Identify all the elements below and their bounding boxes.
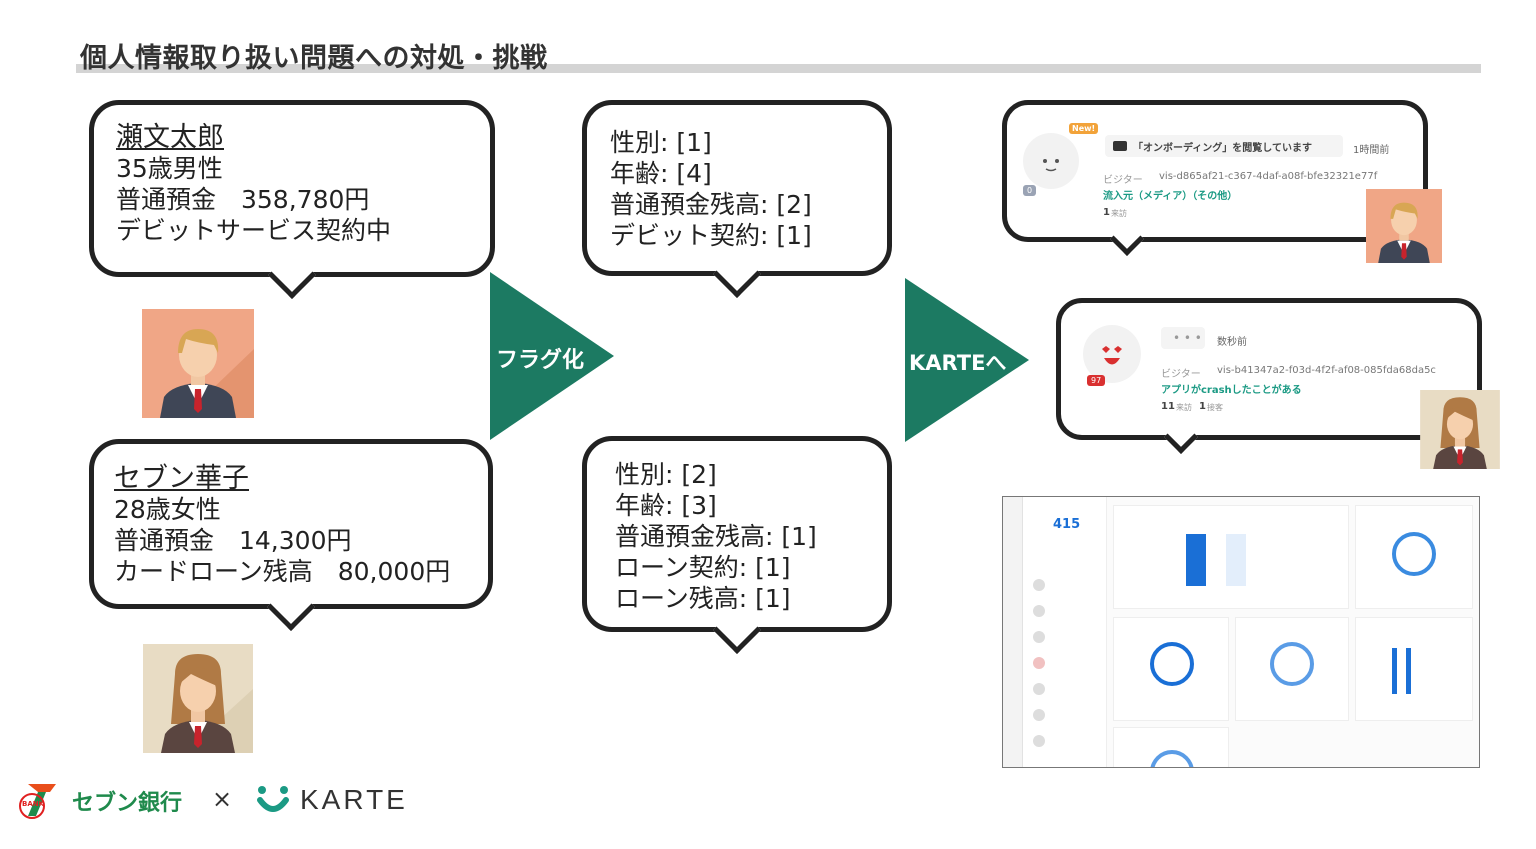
- karte-arrow: KARTEへ: [905, 278, 1029, 442]
- karte-arrow-label: KARTEへ: [909, 351, 1007, 375]
- karte-visitor-card-2: 97 • • • 数秒前 ビジター vis-b41347a2-f03d-4f2f…: [1056, 298, 1482, 454]
- dashboard-sidebar: [1003, 497, 1023, 767]
- flag-line: デビット契約: [1]: [610, 221, 812, 250]
- visitor-face-icon: [1023, 133, 1079, 189]
- customer-name: 瀬文太郎: [116, 122, 224, 153]
- donut-panel-2: [1113, 617, 1229, 721]
- flag-arrow-label: フラグ化: [496, 348, 585, 373]
- flag-line: 年齢: [3]: [615, 491, 717, 520]
- purchase-unit: 接客: [1207, 403, 1223, 412]
- bubble-tail: [712, 249, 762, 299]
- flag-bubble-2: 性別: [2] 年齢: [3] 普通預金残高: [1] ローン契約: [1] ロ…: [582, 436, 892, 655]
- dashboard-visitor-list: [1033, 579, 1045, 747]
- female-avatar: [143, 644, 253, 753]
- event-time: 数秒前: [1217, 337, 1247, 348]
- score-badge: 0: [1023, 185, 1037, 196]
- customer-name: セブン華子: [114, 463, 249, 494]
- footer-logos: BANK セブン銀行 × KARTE: [16, 778, 436, 822]
- card-tail: [1110, 222, 1145, 256]
- chat-icon: [1113, 141, 1127, 151]
- customer-line: デビットサービス契約中: [116, 216, 392, 245]
- seven-bank-wordmark: セブン銀行: [72, 791, 183, 816]
- visit-unit: 来訪: [1111, 209, 1127, 218]
- collab-times: ×: [212, 785, 233, 813]
- customer-bubble-1: 瀬文太郎 35歳男性 普通預金 358,780円 デビットサービス契約中: [89, 100, 495, 300]
- flag-line: ローン残高: [1]: [615, 584, 791, 613]
- visitor-id: vis-d865af21-c367-4daf-a08f-bfe32321e77f: [1159, 171, 1378, 182]
- male-avatar-small: [1366, 189, 1442, 263]
- visit-count: 1: [1103, 207, 1110, 218]
- dashboard-big-number: 415: [1053, 517, 1081, 532]
- typing-dots: • • •: [1173, 331, 1202, 345]
- new-badge: New!: [1069, 123, 1099, 134]
- source-text: 流入元（メディア）（その他）: [1103, 191, 1238, 202]
- title-underline: [76, 64, 1481, 73]
- visitor-excited-face-icon: [1083, 325, 1141, 383]
- card-tail: [1164, 420, 1199, 454]
- flag-arrow: フラグ化: [490, 272, 614, 440]
- visit-unit: 来訪: [1176, 403, 1192, 412]
- customer-bubble-2: セブン華子 28歳女性 普通預金 14,300円 カードローン残高 80,000…: [89, 439, 493, 632]
- karte-visitor-card-1: New! 0 「オンボーディング」を閲覧しています 1時間前 ビジター vis-…: [1002, 100, 1428, 256]
- bank-mark-text: BANK: [22, 800, 45, 808]
- bubble-tail: [266, 582, 316, 632]
- karte-wordmark: KARTE: [300, 784, 408, 815]
- bar-panel-2: [1355, 617, 1473, 721]
- bubble-tail: [267, 250, 317, 300]
- female-avatar-small: [1419, 390, 1501, 469]
- male-avatar: [142, 309, 254, 418]
- flag-line: 普通預金残高: [1]: [615, 522, 817, 551]
- visit-count: 11: [1161, 401, 1175, 412]
- event-text: 「オンボーディング」を閲覧しています: [1133, 143, 1312, 154]
- flag-line: 性別: [2]: [615, 460, 717, 489]
- event-time: 1時間前: [1353, 145, 1390, 156]
- visitor-label: ビジター: [1103, 175, 1143, 186]
- donut-panel-1: [1355, 505, 1473, 609]
- karte-dashboard-thumbnail: 415: [1002, 496, 1480, 768]
- page-title: 個人情報取り扱い問題への対処・挑戦: [80, 43, 548, 74]
- flag-line: 年齢: [4]: [610, 159, 712, 188]
- score-badge: 97: [1087, 375, 1106, 386]
- flag-bubble-1: 性別: [1] 年齢: [4] 普通預金残高: [2] デビット契約: [1]: [582, 100, 892, 299]
- customer-line: 普通預金 358,780円: [116, 185, 370, 214]
- customer-line: カードローン残高 80,000円: [114, 557, 451, 586]
- typing-pill: [1161, 327, 1205, 349]
- flag-line: 普通預金残高: [2]: [610, 190, 812, 219]
- customer-line: 普通預金 14,300円: [114, 526, 352, 555]
- seven-bank-logo: BANK: [16, 780, 66, 824]
- flag-line: ローン契約: [1]: [615, 553, 791, 582]
- bar-chart-panel: [1113, 505, 1349, 609]
- karte-logo-icon: [256, 784, 290, 820]
- visitor-label: ビジター: [1161, 369, 1201, 380]
- source-text: アプリがcrashしたことがある: [1161, 385, 1302, 396]
- customer-line: 35歳男性: [116, 154, 223, 183]
- visitor-id: vis-b41347a2-f03d-4f2f-af08-085fda68da5c: [1217, 365, 1436, 376]
- donut-panel-3: [1235, 617, 1349, 721]
- customer-line: 28歳女性: [114, 495, 221, 524]
- flag-line: 性別: [1]: [610, 128, 712, 157]
- purchase-count: 1: [1199, 401, 1206, 412]
- donut-panel-4: [1113, 727, 1229, 767]
- event-pill: [1105, 135, 1343, 157]
